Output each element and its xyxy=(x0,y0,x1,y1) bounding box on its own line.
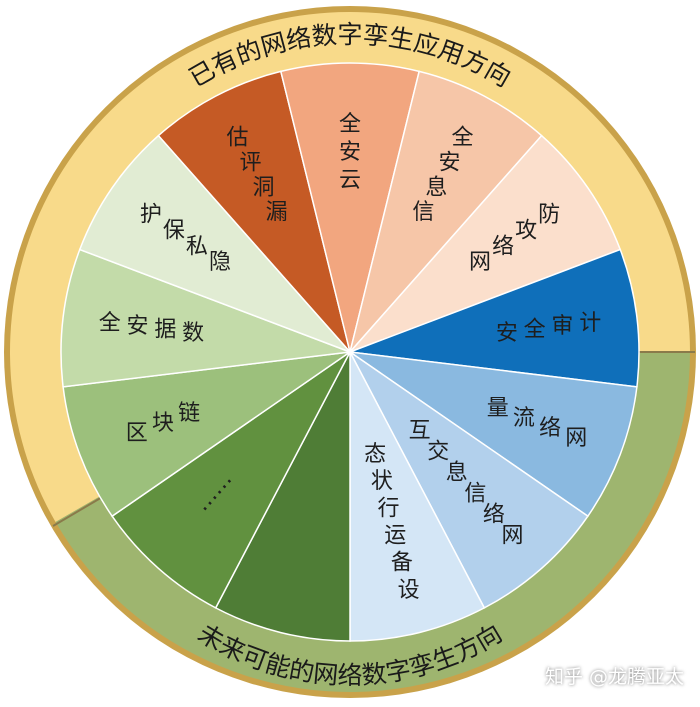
segment-label-char: 量 xyxy=(487,396,509,421)
segment-label-char: 保 xyxy=(163,218,185,243)
segment-label-char: 息 xyxy=(446,460,468,485)
segment-label-char: 设 xyxy=(398,577,420,602)
segment-label-char: 安 xyxy=(438,150,460,175)
segment-label-char: 流 xyxy=(513,405,535,430)
segment-wedge-3 xyxy=(349,134,622,353)
segment-label-char: 评 xyxy=(240,150,262,175)
segment-wedge-2 xyxy=(349,70,543,353)
segment-label-char: 链 xyxy=(178,400,200,425)
segment-label-3: 网络攻防 xyxy=(469,202,560,275)
segment-label-char: 全 xyxy=(99,310,121,335)
segment-label-char: 状 xyxy=(371,469,393,494)
segment-label-char: 安 xyxy=(339,140,361,165)
segment-label-char: 护 xyxy=(140,202,162,227)
segment-wedge-12 xyxy=(78,134,351,353)
segment-label-char: 块 xyxy=(152,410,174,435)
segment-label-char: 全 xyxy=(339,112,361,137)
watermark: 知乎 @龙腾亚太 xyxy=(544,666,684,688)
segment-label-5: 网络流量 xyxy=(487,396,588,451)
segment-label-char: 估 xyxy=(227,125,249,150)
segment-label-char: 全 xyxy=(524,317,546,342)
segment-label-char: 攻 xyxy=(515,218,537,243)
segment-label-2: 信息安全 xyxy=(412,125,473,224)
segment-wedge-0 xyxy=(157,70,351,353)
segment-wedge-10 xyxy=(62,351,351,518)
segment-label-10: 区块链 xyxy=(126,400,200,445)
segment-label-char: 备 xyxy=(391,550,413,575)
segment-label-char: 络 xyxy=(492,234,514,259)
segment-label-6: 网络信息交互 xyxy=(409,418,524,548)
segment-label-char: 云 xyxy=(339,168,361,193)
segment-label-char: 全 xyxy=(451,125,473,150)
segment-label-12: 隐私保护 xyxy=(140,202,231,275)
segment-wedge-1 xyxy=(279,62,421,353)
segment-label-char: 互 xyxy=(409,418,431,443)
segment-label-char: 隐 xyxy=(209,250,231,275)
segment-label-char: 交 xyxy=(427,439,449,464)
segment-label-char: 漏 xyxy=(266,200,288,225)
segment-label-char: 数 xyxy=(182,320,204,345)
segment-label-char: 洞 xyxy=(253,175,275,200)
segment-label-char: 网 xyxy=(565,425,587,450)
bottom-ring-band xyxy=(55,352,690,692)
segment-label-char: 息 xyxy=(425,175,447,200)
ring-divider-left xyxy=(52,495,105,527)
segment-wedge-6 xyxy=(349,351,589,609)
segment-label-7: 设备运行状态 xyxy=(364,441,420,602)
segment-label-11: 数据安全 xyxy=(99,310,204,345)
segment-label-char: 私 xyxy=(186,234,208,259)
segment-label-char: 信 xyxy=(412,200,434,225)
segment-wedge-8 xyxy=(214,351,351,642)
segment-wedge-11 xyxy=(60,248,351,388)
segment-label-char: 信 xyxy=(464,481,486,506)
segment-label-char: 网 xyxy=(469,250,491,275)
segment-label-char: 安 xyxy=(127,314,149,339)
top-ring-band xyxy=(9,11,690,522)
segment-label-0: 漏洞评估 xyxy=(227,125,288,224)
segment-label-char: 运 xyxy=(384,523,406,548)
segment-label-char: 审 xyxy=(551,314,573,339)
segment-label-char: 区 xyxy=(126,420,148,445)
segment-label-char: 态 xyxy=(364,441,386,466)
segment-wedge-9 xyxy=(111,351,351,609)
segment-label-4: 安全审计 xyxy=(496,310,601,345)
segment-wedge-4 xyxy=(349,248,640,388)
segment-label-char: 防 xyxy=(538,202,560,227)
segment-label-char: 络 xyxy=(483,502,505,527)
segment-wedge-7 xyxy=(349,351,486,642)
segment-label-char: 行 xyxy=(378,496,400,521)
segment-label-char: 安 xyxy=(496,320,518,345)
segment-group: 漏洞评估云安全信息安全网络攻防安全审计网络流量网络信息交互设备运行状态……区块链… xyxy=(60,62,640,642)
segment-label-char: 网 xyxy=(501,523,523,548)
segment-label-char: 据 xyxy=(154,317,176,342)
segment-label-1: 云安全 xyxy=(339,112,361,193)
segment-label-char: 络 xyxy=(539,415,561,440)
segment-label-char: 计 xyxy=(579,310,601,335)
segment-wedge-5 xyxy=(349,351,638,518)
